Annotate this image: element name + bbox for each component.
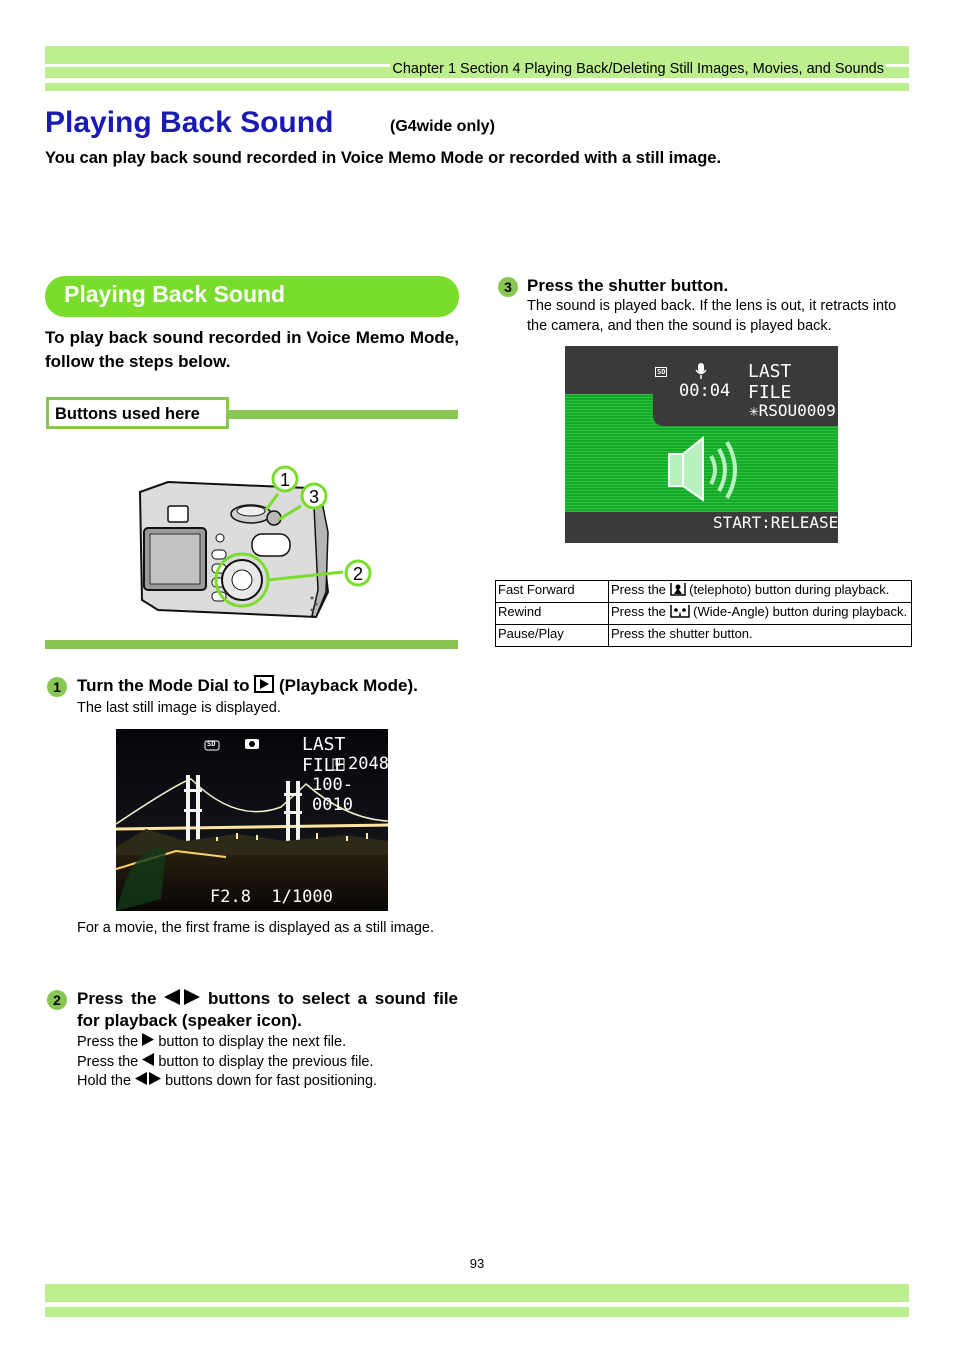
sound-last-file: LAST FILE — [748, 361, 792, 403]
step-2-line-1: Press the button to display the next fil… — [77, 1033, 347, 1050]
step-1-body: The last still image is displayed. — [77, 700, 281, 716]
callout-3: 3 — [309, 487, 319, 507]
step-2-line-3: Hold the buttons down for fast positioni… — [77, 1072, 378, 1089]
sound-start-release: START:RELEASE — [713, 513, 838, 532]
step-1-number: 1 — [47, 677, 67, 697]
still-size: 2048 — [348, 754, 388, 774]
buttons-rule — [229, 410, 458, 419]
still-last-file: LAST FILE — [302, 734, 346, 776]
sound-playback-screen: SD 00:04 LAST FILE ✳RSOU0009 START:RELEA… — [565, 346, 838, 543]
section-heading: Playing Back Sound — [64, 281, 286, 307]
page-title: Playing Back Sound — [45, 106, 334, 139]
left-button-icon — [142, 1053, 155, 1066]
sound-card-icon: SD — [655, 367, 668, 377]
right-button-icon — [142, 1033, 155, 1046]
footer-band-bottom — [45, 1307, 909, 1317]
buttons-used-label-box: Buttons used here — [46, 397, 229, 429]
step-1-note: For a movie, the first frame is displaye… — [77, 920, 434, 936]
playback-operations-table: Fast Forward Press the (telephoto) butto… — [495, 580, 912, 647]
table-cell-desc: Press the shutter button. — [608, 624, 912, 647]
chapter-breadcrumb: Chapter 1 Section 4 Playing Back/Deletin… — [390, 61, 886, 77]
table-cell-label: Pause/Play — [495, 624, 609, 647]
table-row: Rewind Press the (Wide-Angle) button dur… — [495, 602, 912, 625]
sound-time: 00:04 — [679, 381, 731, 401]
camera-illustration: 1 3 2 — [138, 465, 372, 619]
footer-band-top — [45, 1284, 909, 1302]
page-subtitle: (G4wide only) — [390, 118, 495, 135]
table-row: Pause/Play Press the shutter button. — [495, 624, 912, 647]
step-2-line-2: Press the button to display the previous… — [77, 1053, 374, 1070]
section-intro: To play back sound recorded in Voice Mem… — [45, 328, 459, 371]
callout-1: 1 — [280, 470, 290, 490]
section-heading-pill: Playing Back Sound — [45, 276, 459, 317]
section-bottom-rule — [45, 640, 458, 649]
playback-mode-icon — [254, 675, 275, 693]
header-band-top — [45, 46, 909, 64]
speaker-icon — [668, 435, 737, 502]
table-cell-desc: Press the (telephoto) button during play… — [608, 580, 912, 603]
page-lead: You can play back sound recorded in Voic… — [45, 149, 722, 167]
table-cell-desc: Press the (Wide-Angle) button during pla… — [608, 602, 912, 625]
still-exposure: F2.8 1/1000 — [210, 887, 333, 907]
step-2-number: 2 — [47, 990, 67, 1010]
page-number: 93 — [469, 1256, 485, 1271]
telephoto-icon — [669, 583, 686, 596]
callout-2: 2 — [353, 564, 363, 584]
table-cell-label: Rewind — [495, 602, 609, 625]
sound-file-name: ✳RSOU0009 — [749, 401, 836, 420]
still-quality-icon: N — [335, 759, 341, 769]
table-cell-label: Fast Forward — [495, 580, 609, 603]
step-1-heading: Turn the Mode Dial to (Playback Mode). — [77, 675, 418, 695]
still-file-number: 100-0010 — [312, 775, 353, 815]
wide-angle-icon — [669, 605, 690, 618]
step-3-heading: Press the shutter button. — [527, 276, 729, 295]
table-row: Fast Forward Press the (telephoto) butto… — [495, 580, 912, 603]
buttons-used-label: Buttons used here — [55, 405, 200, 423]
step-3-body: The sound is played back. If the lens is… — [527, 298, 897, 334]
step-3-number: 3 — [498, 277, 518, 297]
left-right-buttons-icon — [164, 989, 201, 1005]
left-right-small-icon — [135, 1072, 162, 1085]
bridge-photo — [116, 729, 388, 911]
header-band-bottom — [45, 83, 909, 91]
still-card-icon: SD — [207, 740, 216, 748]
step-2-heading: Press the buttons to select a sound file… — [77, 989, 458, 1030]
still-image-screen: SD N LAST FILE 2048 100-0010 F2.8 1/1000 — [116, 729, 388, 911]
microphone-icon — [695, 363, 707, 379]
